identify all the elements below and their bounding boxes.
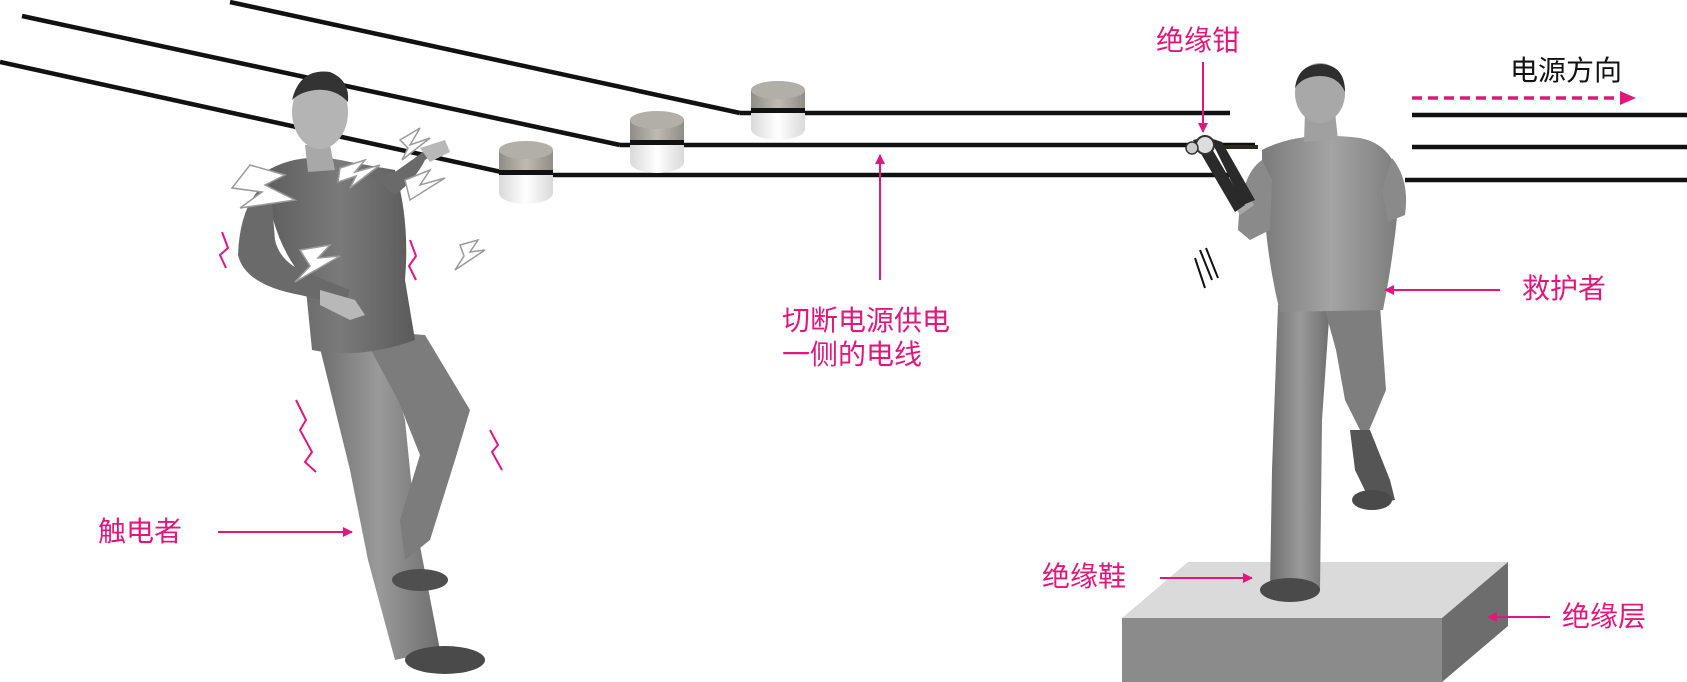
insulated-pliers bbox=[1185, 135, 1255, 212]
label-power-direction: 电源方向 bbox=[1510, 54, 1623, 87]
power-wires-right bbox=[1405, 112, 1687, 183]
label-insulated-pliers: 绝缘钳 bbox=[1156, 24, 1241, 57]
falling-wire-marks bbox=[1194, 247, 1219, 289]
label-cut-wire-line1: 切断电源供电 bbox=[782, 304, 951, 337]
power-wires-left bbox=[0, 0, 1255, 178]
label-cut-wire: 切断电源供电 一侧的电线 bbox=[782, 304, 982, 372]
victim-figure bbox=[218, 71, 503, 674]
insulator-3 bbox=[499, 141, 553, 204]
label-insulated-shoes: 绝缘鞋 bbox=[1042, 560, 1127, 593]
electric-sparks bbox=[230, 127, 486, 283]
pointer-arrows bbox=[218, 62, 1550, 622]
insulator-2 bbox=[630, 111, 684, 173]
tremor-marks bbox=[218, 231, 503, 473]
label-rescuer: 救护者 bbox=[1522, 272, 1607, 305]
rescuer-figure bbox=[1122, 63, 1508, 682]
insulator-1 bbox=[751, 81, 805, 140]
label-insulation-layer: 绝缘层 bbox=[1562, 600, 1647, 633]
label-cut-wire-line2: 一侧的电线 bbox=[782, 338, 923, 371]
wire-1-slope bbox=[229, 0, 741, 116]
label-victim: 触电者 bbox=[98, 515, 183, 548]
